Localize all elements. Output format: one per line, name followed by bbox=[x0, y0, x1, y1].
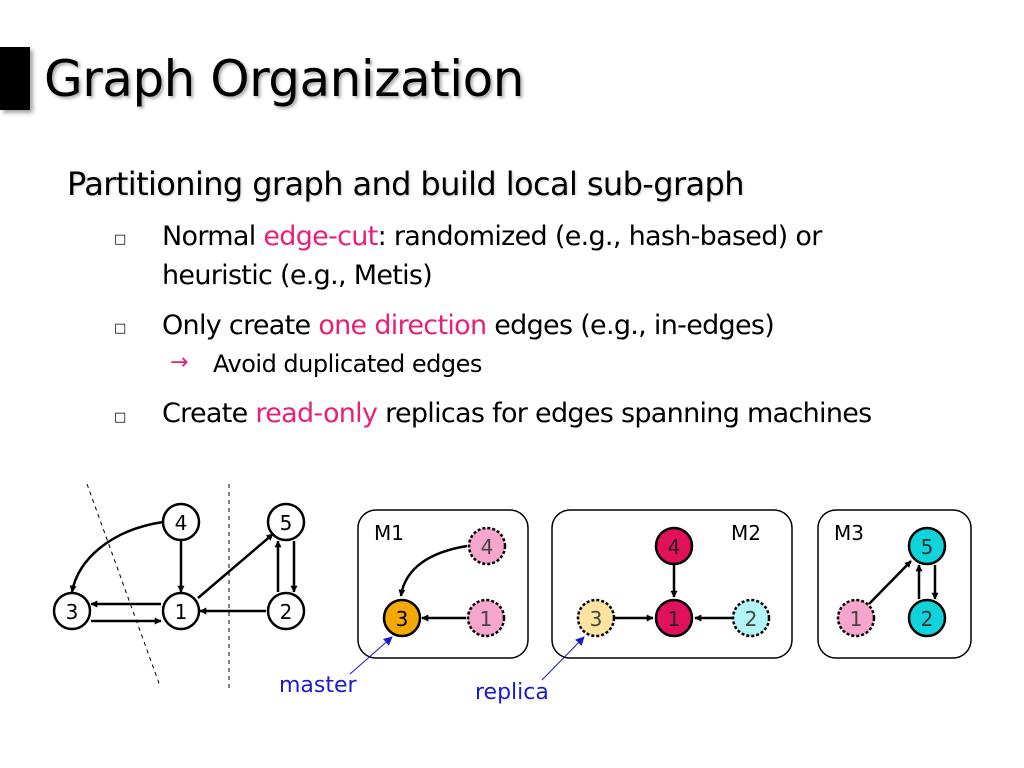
bullet-1-highlight: edge-cut bbox=[263, 221, 378, 252]
master-node-1: 1 bbox=[654, 598, 694, 638]
bullet-2-highlight: one direction bbox=[318, 310, 487, 341]
section-heading: Partitioning graph and build local sub-g… bbox=[67, 165, 745, 203]
sub-bullet-arrow-icon: → bbox=[170, 350, 189, 375]
machine-m3: M3 5 1 2 bbox=[817, 509, 972, 659]
original-graph: 4 5 3 1 2 bbox=[52, 483, 306, 688]
node-label: 3 bbox=[66, 600, 79, 624]
sub-bullet-text: Avoid duplicated edges bbox=[213, 350, 482, 378]
master-node-2: 2 bbox=[907, 598, 947, 638]
machine-label: M3 bbox=[834, 521, 864, 545]
bullet-3-highlight: read-only bbox=[255, 398, 378, 429]
master-node-5: 5 bbox=[907, 526, 947, 566]
node-label: 4 bbox=[481, 535, 494, 559]
master-annotation: master bbox=[279, 673, 358, 698]
node-1: 1 bbox=[161, 591, 201, 631]
edge-4-3 bbox=[398, 544, 468, 597]
bullet-1-text-rest: : randomized (e.g., hash-based) or bbox=[377, 221, 823, 252]
bullet-2: Only create one direction edges (e.g., i… bbox=[162, 307, 775, 345]
node-label: 2 bbox=[745, 607, 758, 631]
replica-node-3: 3 bbox=[576, 598, 616, 638]
bullet-marker: □ bbox=[114, 410, 127, 425]
node-2: 2 bbox=[266, 591, 306, 631]
replica-pointer bbox=[541, 636, 585, 681]
replica-node-2: 2 bbox=[731, 598, 771, 638]
bullet-1-text: Normal bbox=[162, 221, 264, 252]
machine-label: M2 bbox=[731, 521, 761, 545]
bullet-1: Normal edge-cut: randomized (e.g., hash-… bbox=[162, 218, 822, 256]
bullet-marker: □ bbox=[114, 321, 127, 336]
cut-line bbox=[86, 483, 161, 687]
machine-m1: M1 4 3 1 bbox=[357, 509, 529, 659]
node-label: 1 bbox=[175, 600, 188, 624]
node-label: 1 bbox=[850, 607, 863, 631]
node-label: 5 bbox=[921, 535, 934, 559]
edge-1-5 bbox=[868, 560, 912, 605]
node-4: 4 bbox=[161, 502, 201, 542]
title-accent-bar bbox=[0, 47, 30, 110]
node-5: 5 bbox=[266, 502, 306, 542]
replica-node-4: 4 bbox=[467, 526, 507, 566]
master-node-4: 4 bbox=[654, 526, 694, 566]
bullet-3: Create read-only replicas for edges span… bbox=[162, 395, 872, 433]
replica-annotation: replica bbox=[475, 680, 549, 705]
master-node-3: 3 bbox=[382, 598, 422, 638]
node-label: 1 bbox=[480, 607, 493, 631]
node-label: 3 bbox=[590, 607, 603, 631]
bullet-2-text: Only create bbox=[162, 310, 319, 341]
slide-title: Graph Organization bbox=[44, 50, 524, 108]
replica-node-1: 1 bbox=[466, 598, 506, 638]
master-pointer bbox=[349, 636, 393, 675]
edge-4-3 bbox=[69, 520, 164, 593]
node-3: 3 bbox=[52, 591, 92, 631]
machine-m2: M2 4 3 1 2 bbox=[551, 509, 793, 659]
node-label: 5 bbox=[280, 511, 293, 535]
node-label: 2 bbox=[280, 600, 293, 624]
bullet-3-text-rest: replicas for edges spanning machines bbox=[377, 398, 872, 429]
edge-1-5 bbox=[197, 533, 274, 599]
bullet-2-text-rest: edges (e.g., in-edges) bbox=[486, 310, 775, 341]
node-label: 4 bbox=[175, 511, 188, 535]
bullet-marker: □ bbox=[114, 232, 127, 247]
node-label: 2 bbox=[921, 607, 934, 631]
replica-node-1: 1 bbox=[836, 598, 876, 638]
bullet-1-line2: heuristic (e.g., Metis) bbox=[162, 260, 433, 291]
node-label: 4 bbox=[668, 535, 681, 559]
node-label: 3 bbox=[396, 607, 409, 631]
bullet-3-text: Create bbox=[162, 398, 256, 429]
node-label: 1 bbox=[668, 607, 681, 631]
machine-label: M1 bbox=[374, 521, 404, 545]
